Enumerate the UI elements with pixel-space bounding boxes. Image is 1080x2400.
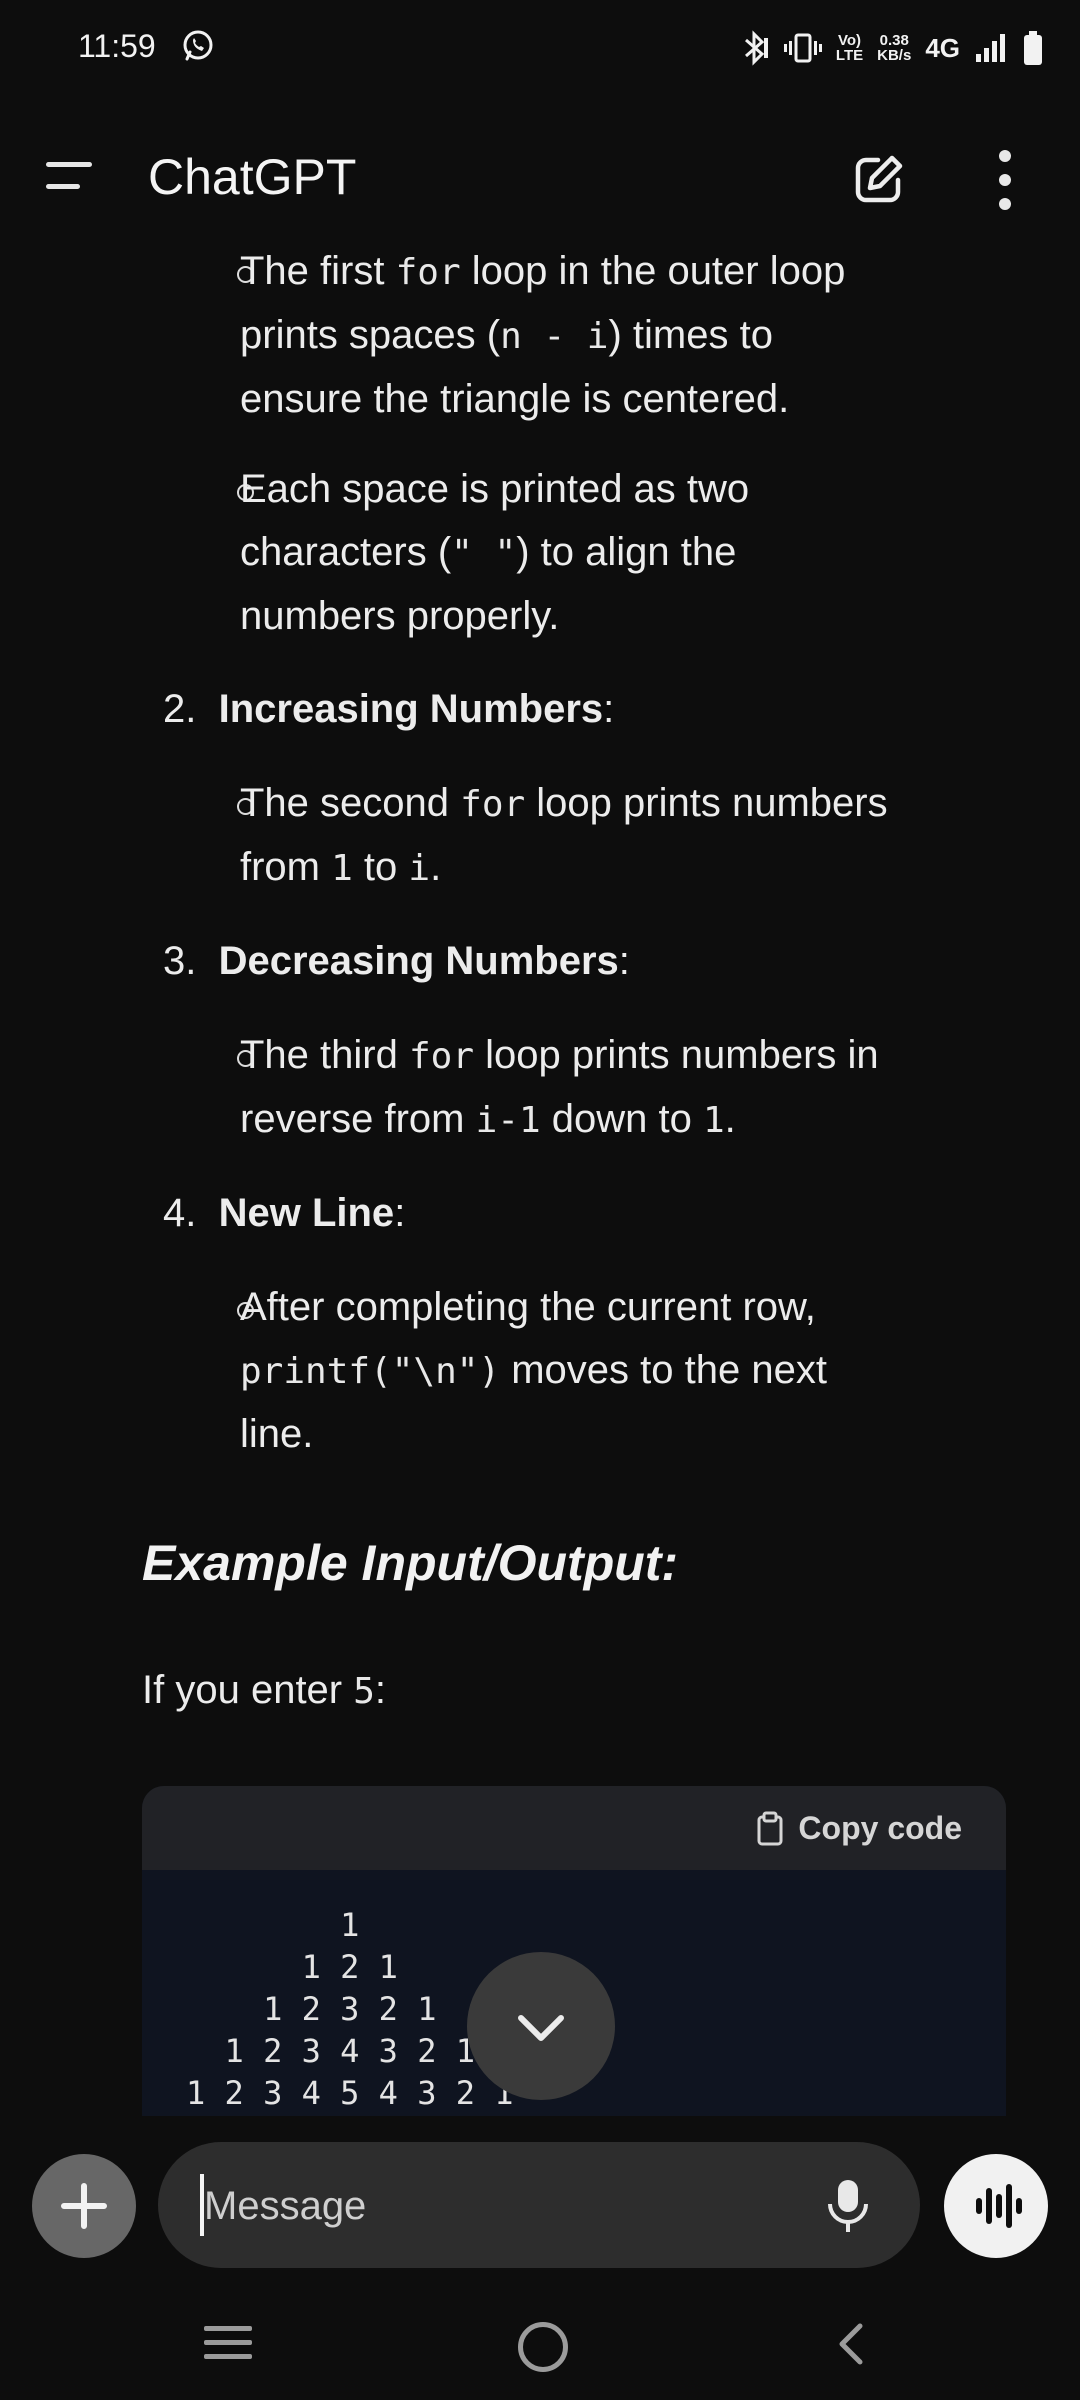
app-title: ChatGPT [148, 149, 357, 205]
menu-icon[interactable] [46, 162, 100, 192]
message-field[interactable] [158, 2142, 920, 2270]
status-bar: 11:59 Vo) LTE 0.38 KB/s 4G [0, 0, 1080, 100]
battery-icon [1024, 31, 1042, 65]
speed-unit: KB/s [877, 47, 912, 64]
scroll-down-button[interactable] [467, 1952, 615, 2100]
clipboard-icon [757, 1811, 783, 1845]
home-icon[interactable] [518, 2322, 568, 2372]
network-type: 4G [925, 32, 960, 63]
list-item-text: Each space is printed as two characters … [240, 467, 750, 638]
numbered-item: 2. Increasing Numbers: [163, 687, 615, 731]
whatsapp-icon [183, 30, 213, 61]
microphone-icon[interactable] [826, 2178, 870, 2234]
attach-button[interactable] [32, 2154, 136, 2258]
copy-code-button[interactable]: Copy code [756, 1810, 962, 1847]
list-item-text: The second for loop prints numbers from … [240, 781, 888, 889]
volte-bottom: LTE [835, 47, 864, 64]
volte-icon: Vo) LTE [836, 33, 863, 63]
new-chat-icon[interactable] [852, 152, 906, 206]
bullet-icon [237, 1050, 254, 1067]
bullet-icon [237, 1302, 254, 1319]
bluetooth-icon [744, 30, 768, 66]
speed-value: 0.38 [879, 32, 909, 49]
list-item-text: The first for loop in the outer loop pri… [240, 249, 846, 421]
vibrate-icon [783, 33, 822, 63]
recents-icon[interactable] [204, 2326, 252, 2360]
network-speed: 0.38 KB/s [877, 33, 911, 63]
section-heading: Example Input/Output: [142, 1535, 679, 1591]
waveform-icon [976, 2184, 1022, 2228]
status-time: 11:59 [78, 28, 156, 64]
numbered-item: 4. New Line: [163, 1191, 406, 1235]
code-block-header: Copy code [142, 1786, 1006, 1870]
volte-top: Vo) [837, 32, 862, 49]
plus-icon [61, 2183, 107, 2229]
numbered-item: 3. Decreasing Numbers: [163, 939, 630, 983]
message-input[interactable] [202, 2142, 766, 2270]
chevron-down-icon [518, 2015, 564, 2041]
bullet-icon [237, 266, 254, 283]
voice-mode-button[interactable] [944, 2154, 1048, 2258]
text-caret [200, 2174, 204, 2236]
paragraph: If you enter 5: [142, 1668, 387, 1712]
list-item-text: The third for loop prints numbers in rev… [240, 1033, 879, 1141]
bullet-icon [237, 798, 254, 815]
more-options-icon[interactable] [990, 150, 1020, 210]
signal-icon [976, 34, 1005, 62]
back-icon[interactable] [830, 2322, 874, 2366]
list-item-text: After completing the current row, printf… [240, 1285, 827, 1456]
code-output: 1 1 2 1 1 2 3 2 1 1 2 3 4 3 2 1 1 2 3 4 … [186, 1906, 514, 2112]
chat-content: The first for loop in the outer loop pri… [0, 246, 1080, 2116]
bullet-icon [237, 484, 254, 501]
copy-code-label: Copy code [798, 1810, 962, 1846]
